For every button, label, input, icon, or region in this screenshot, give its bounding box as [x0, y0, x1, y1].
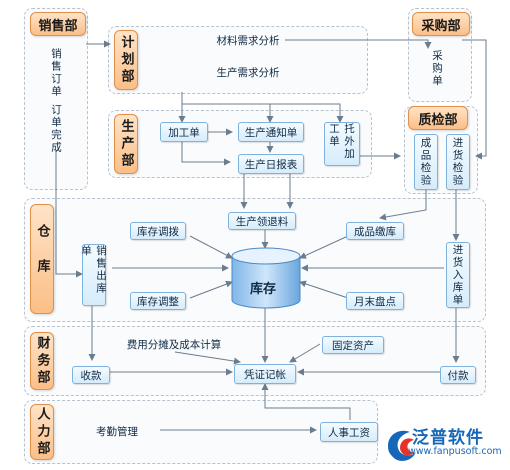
dept-warehouse: 仓库: [30, 204, 54, 314]
node-material-analysis: 材料需求分析: [216, 34, 280, 47]
dept-hr: 人力部: [30, 404, 54, 460]
node-sales-order: 销售订单: [50, 48, 62, 98]
node-production-notice: 生产通知单: [238, 122, 304, 142]
plan-zone: [108, 26, 368, 94]
node-voucher: 凭证记帐: [234, 364, 296, 384]
node-finished-inspection: 成品检验: [414, 134, 438, 190]
node-order-complete: 订单完成: [50, 104, 62, 154]
node-purchase-order: 采购单: [431, 50, 443, 88]
node-attendance: 考勤管理: [96, 426, 138, 438]
node-cost-allocation: 费用分摊及成本计算: [126, 338, 222, 351]
node-incoming-inspection: 进货检验: [446, 134, 470, 190]
node-payroll: 人事工资: [320, 422, 378, 442]
node-stock-transfer: 库存调拨: [130, 222, 186, 240]
node-receipt: 收款: [72, 366, 110, 384]
dept-production: 生产部: [114, 114, 138, 174]
hr-zone: [24, 400, 378, 464]
node-outsource-order: 托外加工单: [324, 122, 360, 166]
node-finished-storage: 成品缴库: [346, 222, 404, 240]
node-payment: 付款: [440, 366, 476, 384]
fanpu-logo-icon: [388, 430, 416, 461]
logo-url: www.fanpusoft.com: [408, 446, 502, 457]
node-sales-outbound: 销售出库单: [80, 244, 107, 306]
dept-qc: 质检部: [408, 106, 468, 130]
node-fixed-assets: 固定资产: [322, 336, 384, 354]
node-work-order: 加工单: [160, 122, 208, 142]
inventory-cylinder: [231, 247, 301, 309]
dept-sales: 销售部: [30, 12, 86, 36]
dept-plan: 计划部: [114, 30, 138, 90]
finance-zone: [24, 326, 486, 396]
node-inventory: 库存: [250, 282, 277, 297]
node-stock-adjust: 库存调整: [130, 292, 186, 310]
node-production-analysis: 生产需求分析: [216, 66, 280, 79]
node-production-picking: 生产领退料: [228, 212, 296, 230]
dept-finance: 财务部: [30, 332, 54, 390]
logo-name: 泛普软件: [412, 428, 484, 448]
node-daily-report: 生产日报表: [238, 154, 304, 174]
node-purchase-inbound: 进货入库单: [446, 242, 470, 308]
dept-purchase: 采购部: [412, 12, 470, 36]
node-month-end-count: 月末盘点: [346, 292, 404, 310]
